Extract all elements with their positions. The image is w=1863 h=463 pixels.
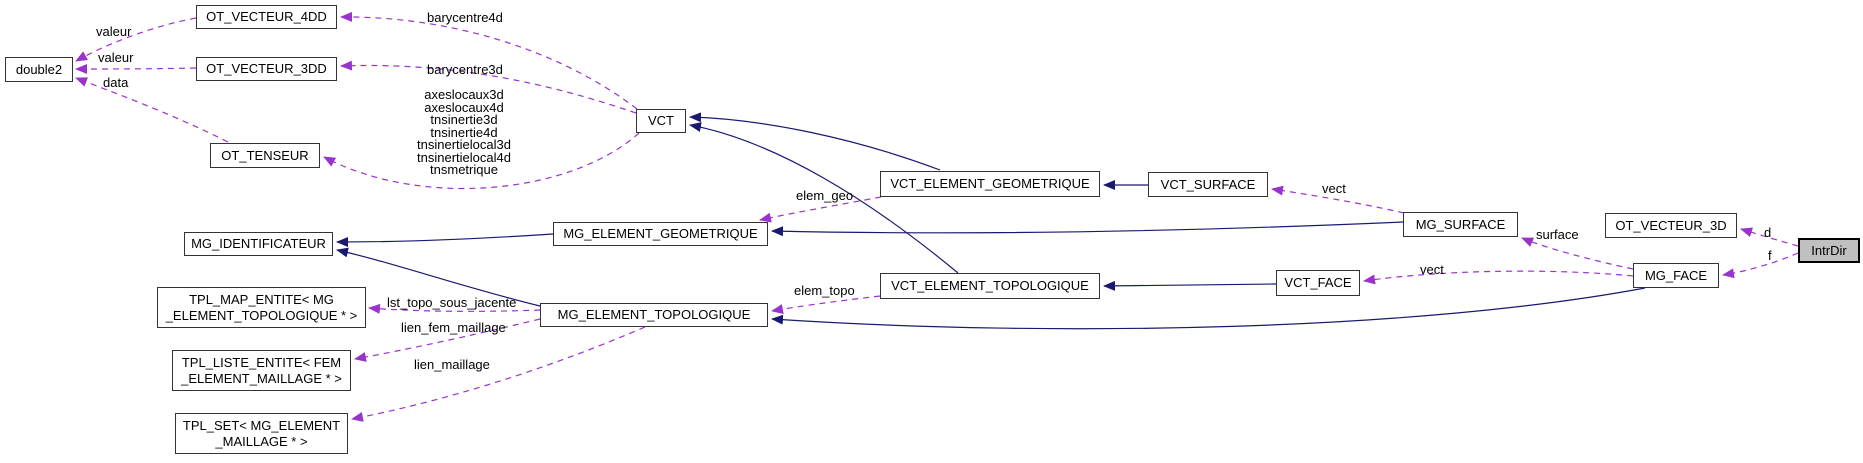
edge-mg-face-to-mg-element-topologique xyxy=(771,287,1646,330)
node-vct-face[interactable]: VCT_FACE xyxy=(1276,270,1360,296)
edge-vct-element-topologique-to-vct xyxy=(689,122,959,274)
edge-vct-face-to-vct-element-topologique xyxy=(1103,280,1277,291)
edge-ot-vecteur-4dd-to-double2 xyxy=(75,17,197,62)
node-mg-element-topologique[interactable]: MG_ELEMENT_TOPOLOGIQUE xyxy=(540,303,768,327)
edge-mg-element-topologique-to-mg-identificateur xyxy=(336,247,541,307)
edge-ot-vecteur-3dd-to-double2 xyxy=(75,63,197,74)
edge-mg-element-topologique-to-tpl-liste xyxy=(354,318,541,362)
edge-label-vct-tenseur: axeslocaux3d axeslocaux4d tnsinertie3d t… xyxy=(417,87,511,177)
edge-mg-surface-to-mg-element-geometrique xyxy=(771,221,1404,237)
node-vct-element-topologique[interactable]: VCT_ELEMENT_TOPOLOGIQUE xyxy=(880,273,1100,299)
edge-mg-face-to-mg-surface xyxy=(1521,237,1634,270)
edge-mg-surface-to-vct-surface xyxy=(1271,185,1405,214)
edge-intrdir-to-ot-vecteur-3d xyxy=(1740,227,1799,247)
edge-vct-to-ot-vecteur-4dd xyxy=(340,11,638,110)
edge-label-valeur-4dd: valeur xyxy=(96,24,132,39)
node-mg-surface[interactable]: MG_SURFACE xyxy=(1403,212,1518,237)
edge-intrdir-to-mg-face xyxy=(1722,252,1799,279)
edge-label-barycentre4d: barycentre4d xyxy=(427,10,503,25)
node-ot-vecteur-3d[interactable]: OT_VECTEUR_3D xyxy=(1605,213,1737,238)
node-vct-surface[interactable]: VCT_SURFACE xyxy=(1148,172,1268,197)
edge-mg-element-geometrique-to-mg-identificateur xyxy=(336,233,554,247)
node-ot-vecteur-4dd[interactable]: OT_VECTEUR_4DD xyxy=(196,5,337,29)
edge-label-lst-topo-sous-jacente: lst_topo_sous_jacente xyxy=(387,295,517,310)
edge-label-lien-fem-maillage: lien_fem_maillage xyxy=(401,320,506,335)
edge-label-elem-geo: elem_geo xyxy=(796,188,854,203)
edge-vct-element-topologique-to-mg-element-topologique xyxy=(771,295,881,314)
edge-label-lien-maillage: lien_maillage xyxy=(414,357,490,372)
edge-label-d: d xyxy=(1764,225,1772,240)
edge-label-valeur-3dd: valeur xyxy=(98,50,134,65)
edge-label-vect-surface: vect xyxy=(1322,181,1346,196)
edge-label-data: data xyxy=(103,75,129,90)
edge-label-elem-topo: elem_topo xyxy=(794,283,855,298)
node-mg-face[interactable]: MG_FACE xyxy=(1633,263,1719,288)
edge-mg-face-to-vct-face xyxy=(1363,270,1634,285)
edge-vct-to-ot-vecteur-3dd xyxy=(340,60,637,114)
edge-label-f: f xyxy=(1768,248,1772,263)
edge-mg-element-topologique-to-tpl-set xyxy=(351,326,646,422)
node-vct[interactable]: VCT xyxy=(636,109,686,133)
node-ot-vecteur-3dd[interactable]: OT_VECTEUR_3DD xyxy=(196,57,337,81)
edge-label-barycentre3d: barycentre3d xyxy=(427,62,503,77)
node-vct-element-geometrique[interactable]: VCT_ELEMENT_GEOMETRIQUE xyxy=(880,171,1100,197)
node-tpl-set[interactable]: TPL_SET< MG_ELEMENT _MAILLAGE * > xyxy=(175,413,348,454)
edge-vct-to-ot-tenseur xyxy=(323,132,640,190)
node-mg-identificateur[interactable]: MG_IDENTIFICATEUR xyxy=(184,232,333,256)
node-ot-tenseur[interactable]: OT_TENSEUR xyxy=(210,143,320,168)
node-tpl-map-entite[interactable]: TPL_MAP_ENTITE< MG _ELEMENT_TOPOLOGIQUE … xyxy=(157,287,366,328)
node-mg-element-geometrique[interactable]: MG_ELEMENT_GEOMETRIQUE xyxy=(553,222,768,246)
node-tpl-liste-entite[interactable]: TPL_LISTE_ENTITE< FEM _ELEMENT_MAILLAGE … xyxy=(172,350,351,391)
edge-ot-tenseur-to-double2 xyxy=(75,77,229,143)
node-double2[interactable]: double2 xyxy=(5,57,73,82)
edge-vct-element-geometrique-to-mg-element-geometrique xyxy=(759,196,882,223)
edge-vct-element-geometrique-to-vct xyxy=(689,112,941,171)
edge-label-surface: surface xyxy=(1536,227,1579,242)
edge-label-vect-face: vect xyxy=(1420,262,1444,277)
node-intrdir: IntrDir xyxy=(1798,238,1860,263)
